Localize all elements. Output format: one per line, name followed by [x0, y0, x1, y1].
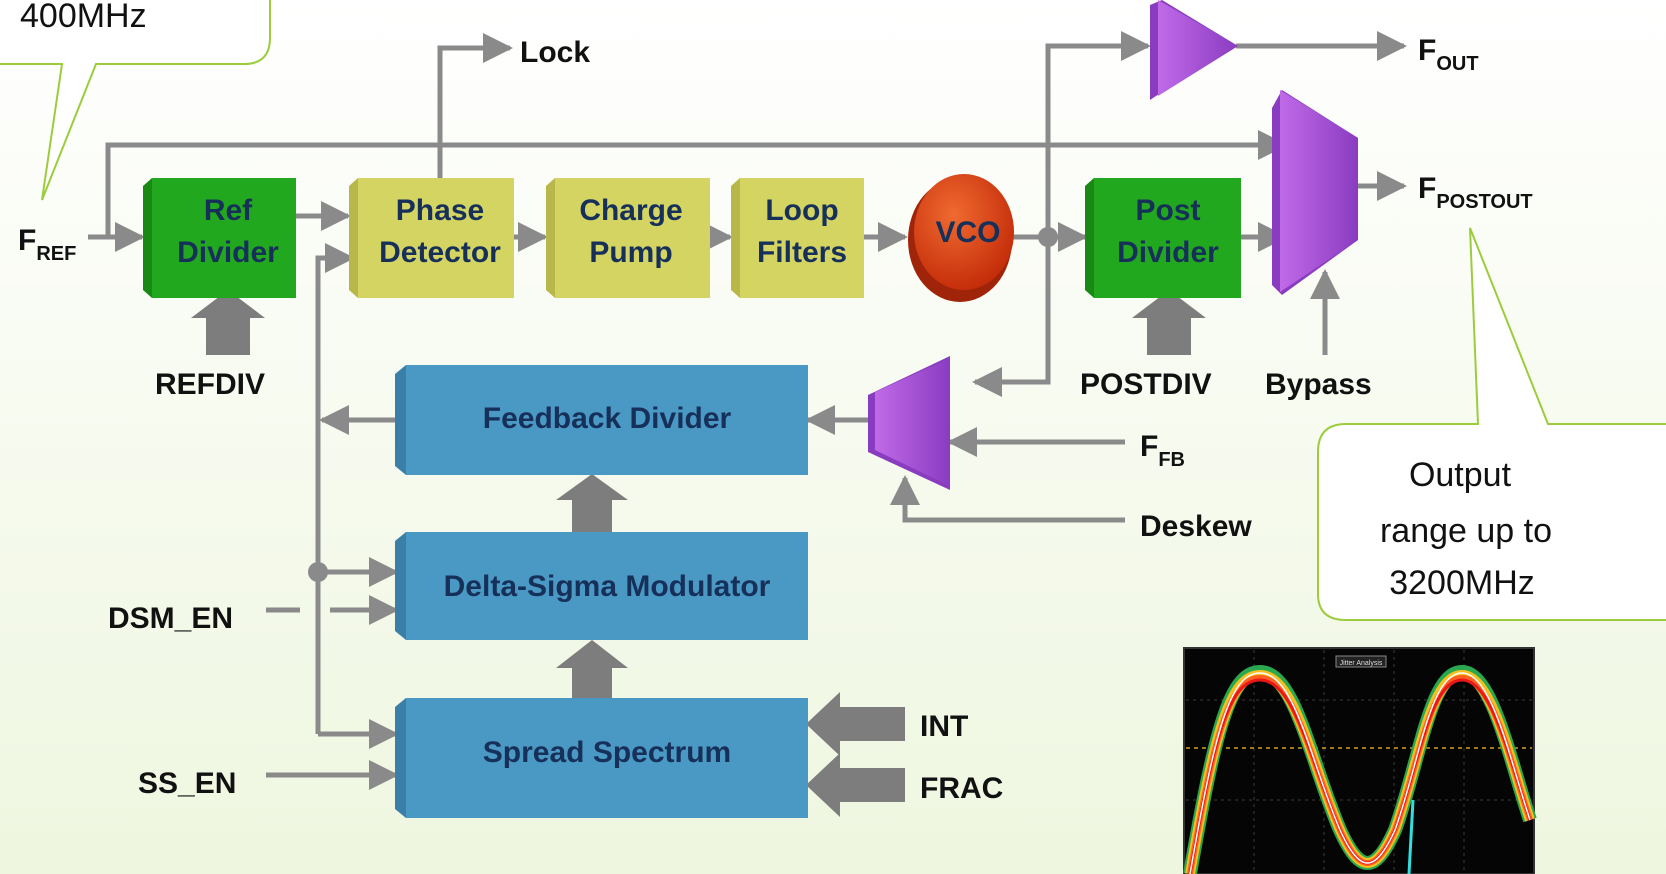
charge-pump-line2: Pump: [589, 236, 672, 269]
feedback-divider-label: Feedback Divider: [483, 402, 732, 435]
deskew-label: Deskew: [1140, 510, 1252, 543]
loop-filters-line1: Loop: [765, 194, 838, 227]
post-divider-line2: Divider: [1117, 236, 1219, 269]
charge-pump-block: Charge Pump: [546, 178, 710, 298]
callout-input-frequency: 400MHz: [0, 0, 271, 201]
ref-divider-line2: Divider: [177, 236, 279, 269]
frac-label: FRAC: [920, 772, 1003, 805]
postdiv-label: POSTDIV: [1080, 368, 1212, 401]
callout-output-line2: range up to: [1380, 512, 1552, 550]
spread-spectrum-block: Spread Spectrum: [395, 698, 808, 818]
vco-label: VCO: [935, 216, 1000, 249]
fref-label: FREF: [18, 224, 76, 265]
scope-title: Jitter Analysis: [1340, 660, 1383, 667]
loop-filters-line2: Filters: [757, 236, 847, 269]
post-divider-line1: Post: [1135, 194, 1200, 227]
signal-wires: [88, 31, 1407, 790]
lock-label: Lock: [520, 36, 590, 69]
ffb-label: FFB: [1140, 430, 1185, 471]
fout-label: FOUT: [1418, 34, 1479, 75]
refdiv-label: REFDIV: [155, 368, 265, 401]
post-divider-block: Post Divider: [1085, 178, 1241, 298]
vco-block: VCO: [908, 174, 1014, 302]
phase-detector-block: Phase Detector: [349, 178, 514, 298]
ref-divider-block: Ref Divider: [143, 178, 296, 298]
int-label: INT: [920, 710, 968, 743]
ss-en-label: SS_EN: [138, 767, 236, 800]
jitter-scope-inset: Jitter Analysis: [1183, 647, 1537, 874]
callout-output-line1: Output: [1409, 456, 1512, 494]
output-buffer-triangle: [1150, 0, 1238, 100]
phase-detector-line1: Phase: [396, 194, 484, 227]
ref-divider-line1: Ref: [204, 194, 253, 227]
feedback-mux: [868, 356, 950, 490]
junction-dot-feedback: [308, 562, 328, 582]
dsm-en-label: DSM_EN: [108, 602, 233, 635]
spread-spectrum-label: Spread Spectrum: [483, 736, 731, 769]
feedback-divider-block: Feedback Divider: [395, 365, 808, 475]
callout-output-line3: 3200MHz: [1389, 564, 1535, 602]
bypass-label: Bypass: [1265, 368, 1372, 401]
callout-input-text: 400MHz: [20, 0, 147, 35]
output-mux: [1272, 90, 1358, 295]
fpostout-label: FPOSTOUT: [1418, 172, 1533, 213]
loop-filters-block: Loop Filters: [731, 178, 864, 298]
phase-detector-line2: Detector: [379, 236, 501, 269]
charge-pump-line1: Charge: [579, 194, 682, 227]
callout-output-range: Output range up to 3200MHz: [1317, 227, 1666, 621]
control-bus-arrows: [191, 290, 1206, 817]
delta-sigma-label: Delta-Sigma Modulator: [444, 570, 771, 603]
delta-sigma-modulator-block: Delta-Sigma Modulator: [395, 532, 808, 640]
junction-dot-vco: [1038, 227, 1058, 247]
